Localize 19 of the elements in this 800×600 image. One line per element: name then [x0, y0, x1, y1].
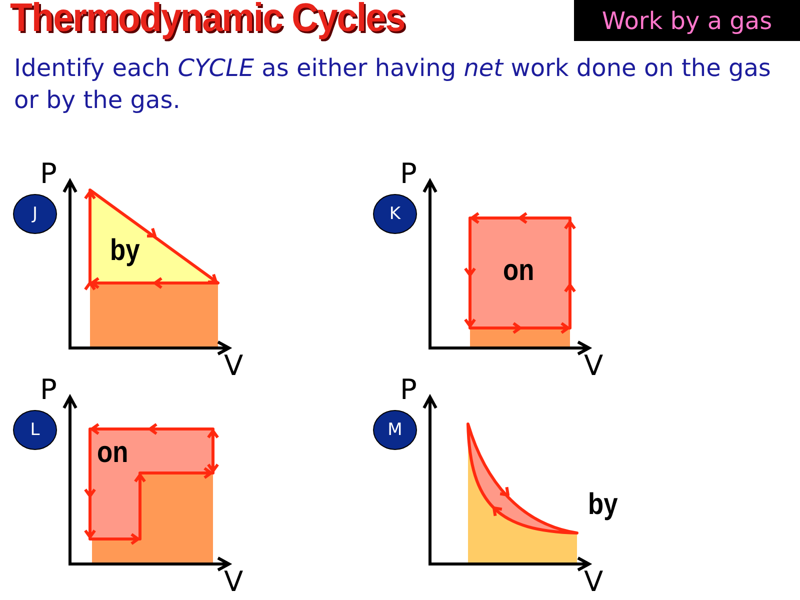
work-label: by [588, 490, 618, 520]
instruction-text: Identify each CYCLE as either having net work done on the gas or by the gas. [14, 53, 772, 116]
cycle-badge: J [13, 194, 57, 234]
axis-label: P [40, 376, 57, 404]
header-tag: Work by a gas [574, 0, 800, 41]
cycle-badge: L [13, 410, 57, 450]
axis-label: V [224, 568, 244, 596]
work-label: on [503, 256, 534, 286]
axis-label: P [40, 160, 57, 188]
axis-label: P [400, 376, 417, 404]
cycle-badge: M [373, 410, 417, 450]
axis-label: V [224, 352, 244, 380]
axis-label: V [584, 568, 604, 596]
work-label: by [110, 236, 140, 266]
title: Thermodynamic Cycles [10, 0, 405, 41]
cycle-badge: K [373, 194, 417, 234]
work-label: on [97, 438, 128, 468]
axis-label: V [584, 352, 604, 380]
axis-label: P [400, 160, 417, 188]
